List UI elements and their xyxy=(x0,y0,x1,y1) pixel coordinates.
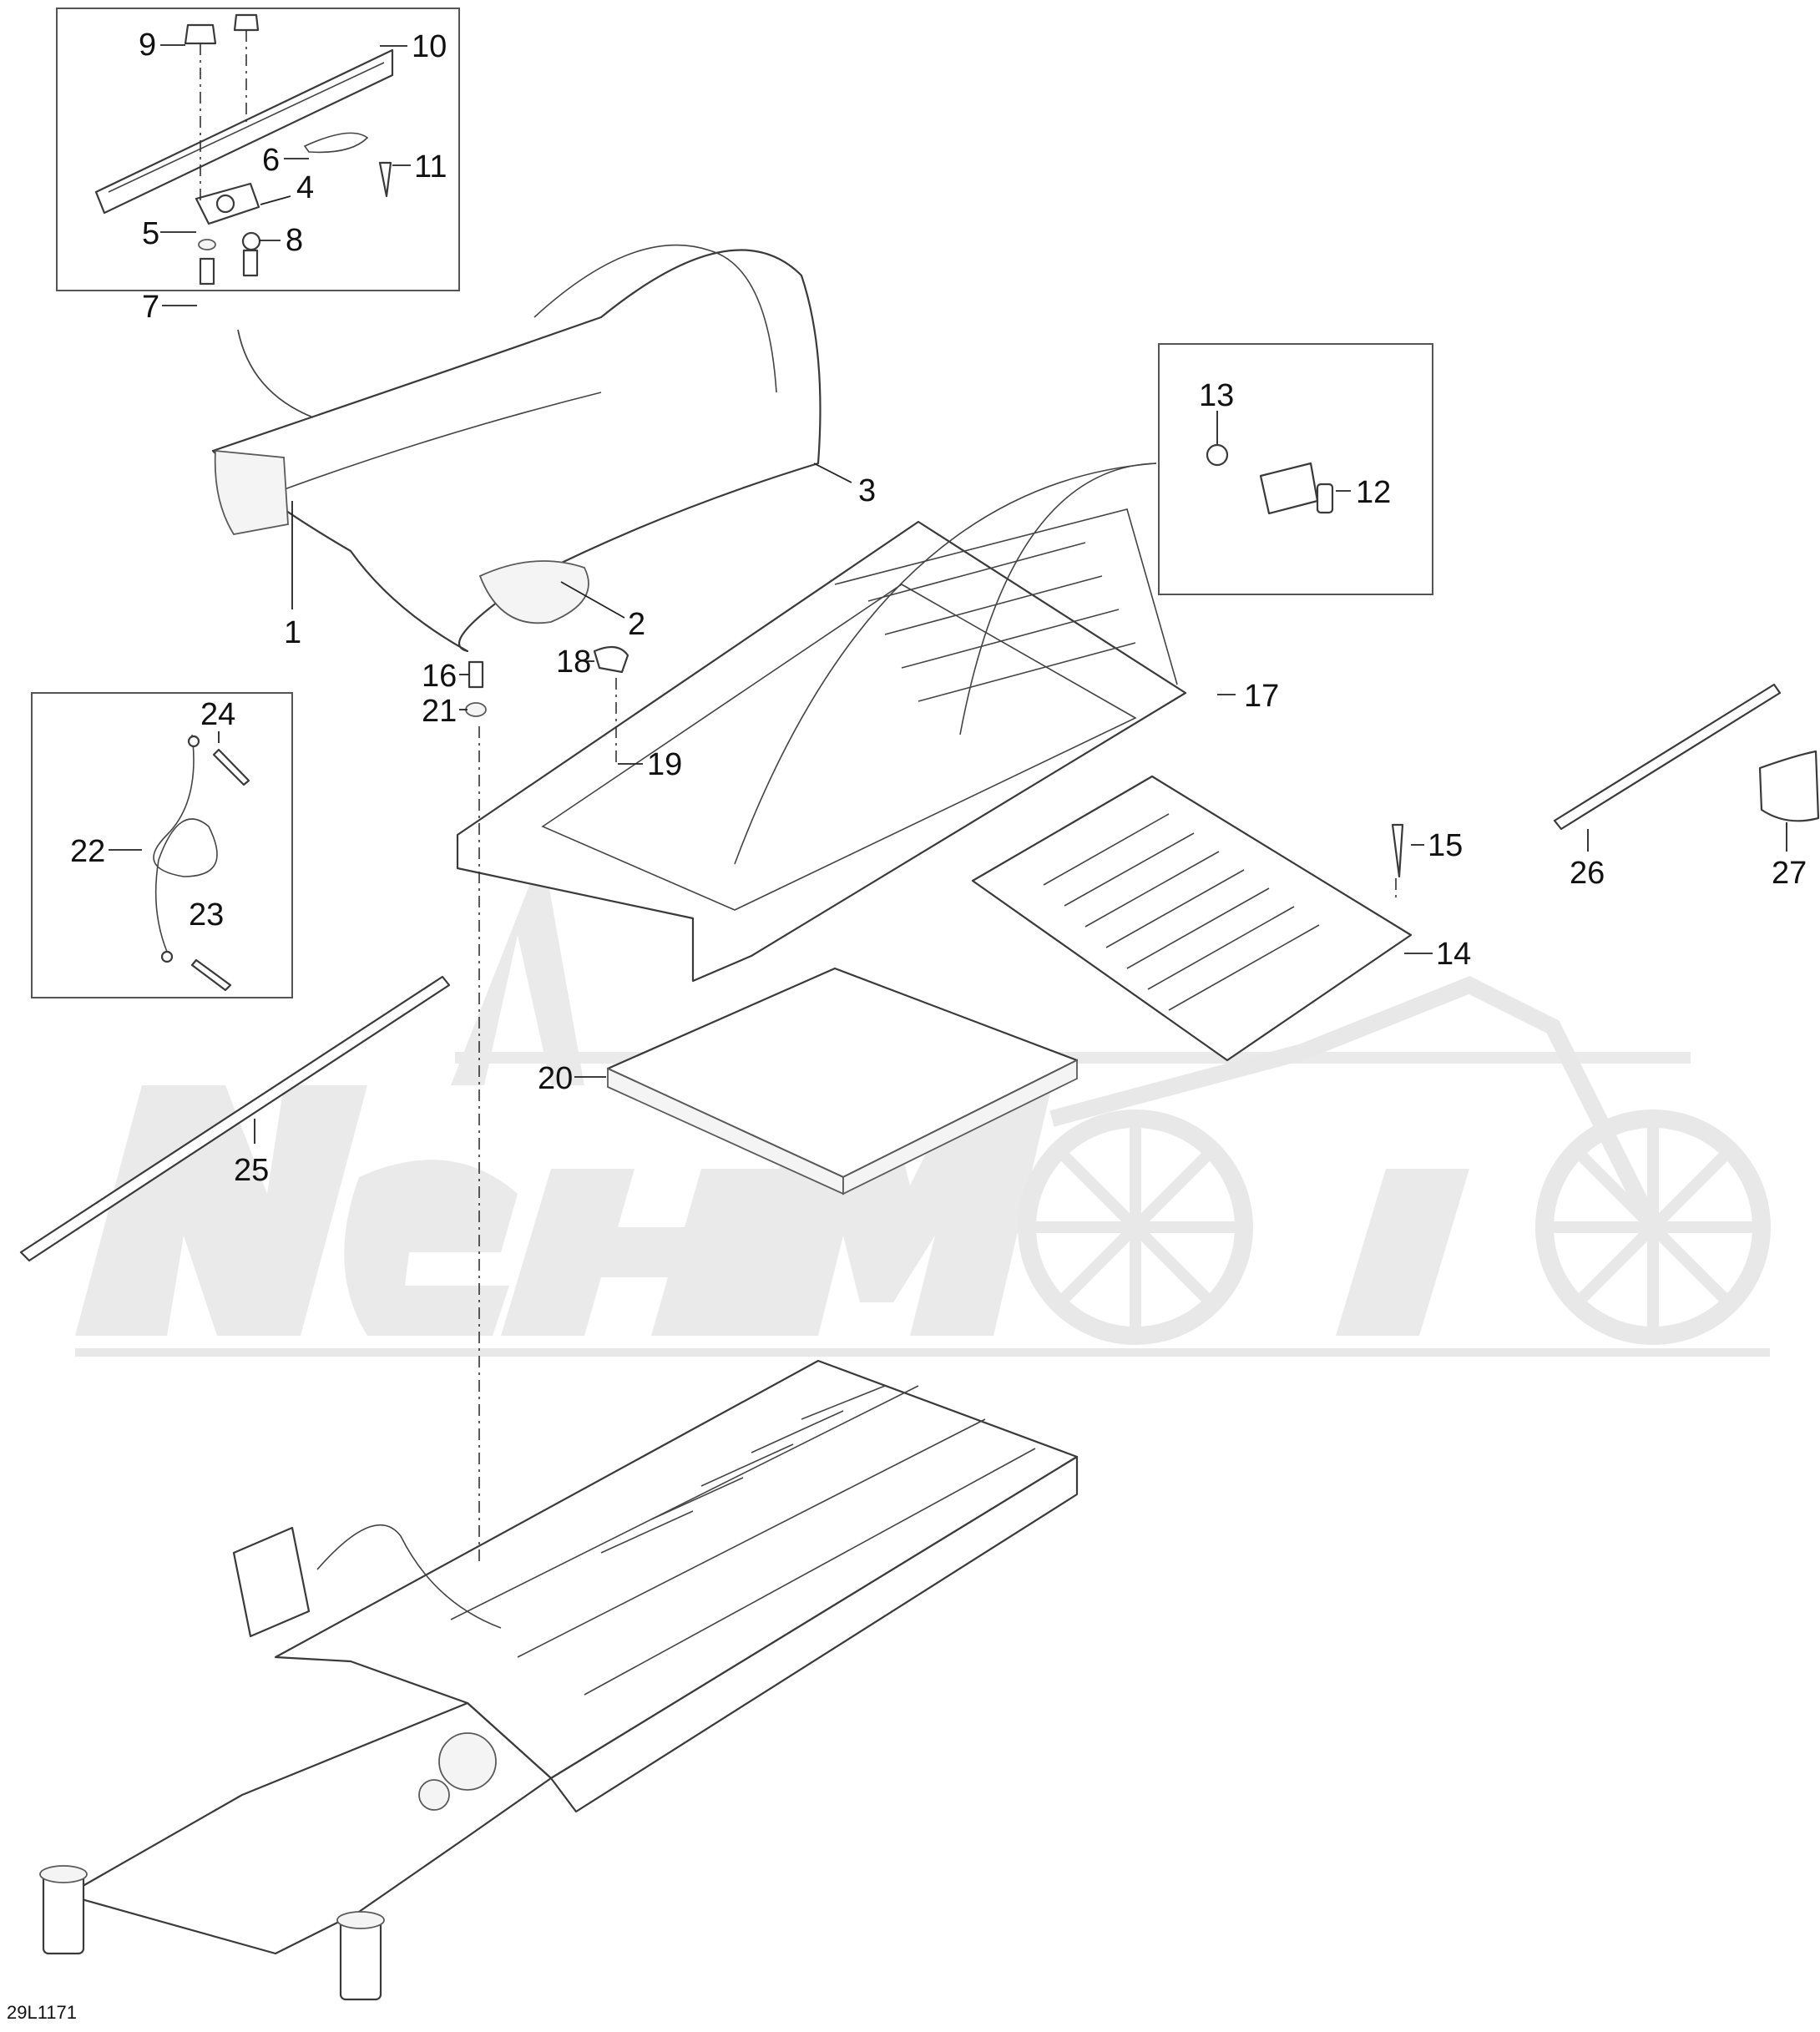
svg-text:4: 4 xyxy=(296,170,314,205)
inset-hinge-detail xyxy=(1158,343,1433,595)
svg-text:26: 26 xyxy=(1570,856,1605,891)
svg-text:23: 23 xyxy=(189,897,224,933)
svg-text:5: 5 xyxy=(142,216,159,251)
callout-21: 21 xyxy=(422,694,468,729)
svg-text:17: 17 xyxy=(1244,679,1279,714)
callout-12: 12 xyxy=(1336,475,1391,510)
svg-text:14: 14 xyxy=(1436,937,1471,972)
callout-7: 7 xyxy=(142,290,197,325)
svg-text:19: 19 xyxy=(647,747,682,782)
callout-3: 3 xyxy=(813,463,876,508)
svg-text:8: 8 xyxy=(286,223,303,258)
callout-17: 17 xyxy=(1217,679,1279,714)
callout-24: 24 xyxy=(200,697,235,743)
callout-16: 16 xyxy=(422,659,469,694)
trim-strip xyxy=(19,975,451,1262)
svg-text:27: 27 xyxy=(1772,856,1807,891)
svg-text:13: 13 xyxy=(1199,378,1234,413)
svg-text:24: 24 xyxy=(200,697,235,732)
svg-text:20: 20 xyxy=(538,1061,573,1096)
callout-18: 18 xyxy=(556,644,594,680)
callout-5: 5 xyxy=(142,216,196,251)
callout-19: 19 xyxy=(618,747,682,782)
callout-8: 8 xyxy=(260,223,303,258)
diagram-code: 29L1171 xyxy=(7,2002,77,2023)
svg-text:25: 25 xyxy=(234,1153,269,1188)
svg-text:11: 11 xyxy=(414,149,447,184)
fasteners xyxy=(465,645,1404,878)
callout-22: 22 xyxy=(70,834,142,869)
callout-20: 20 xyxy=(538,1061,606,1096)
callout-1: 1 xyxy=(284,501,301,650)
callout-27: 27 xyxy=(1772,822,1807,891)
callout-6: 6 xyxy=(262,143,309,178)
rear-rack-frame xyxy=(456,508,1187,983)
callouts: 1 2 3 4 5 6 7 8 xyxy=(70,28,1807,1188)
callout-26: 26 xyxy=(1570,829,1605,891)
foam-pad xyxy=(606,967,1079,1195)
inset-seat-latch-detail xyxy=(56,8,460,291)
svg-text:1: 1 xyxy=(284,615,301,650)
callout-13: 13 xyxy=(1199,378,1234,444)
callout-15: 15 xyxy=(1411,828,1463,863)
callout-25: 25 xyxy=(234,1119,269,1188)
callout-23: 23 xyxy=(189,897,224,933)
svg-text:10: 10 xyxy=(412,29,447,64)
rail-end-cap xyxy=(1758,750,1820,822)
svg-text:22: 22 xyxy=(70,834,105,869)
chassis-frame xyxy=(39,1359,1079,2001)
svg-text:18: 18 xyxy=(556,644,591,680)
callout-11: 11 xyxy=(392,149,447,184)
assembly-guides xyxy=(237,329,1397,1561)
svg-text:7: 7 xyxy=(142,290,159,325)
seat-assembly xyxy=(211,244,822,653)
callout-14: 14 xyxy=(1404,937,1471,972)
svg-text:3: 3 xyxy=(858,473,876,508)
svg-text:9: 9 xyxy=(139,28,156,63)
side-rail xyxy=(1553,683,1782,831)
svg-text:15: 15 xyxy=(1428,828,1463,863)
svg-text:2: 2 xyxy=(628,607,645,642)
callout-9: 9 xyxy=(139,28,185,63)
svg-text:16: 16 xyxy=(422,659,457,694)
callout-10: 10 xyxy=(380,29,447,64)
callout-4: 4 xyxy=(260,170,314,205)
svg-text:6: 6 xyxy=(262,143,280,178)
cargo-tray xyxy=(971,775,1413,1062)
watermark-logo xyxy=(75,852,1771,1357)
inset-tether-detail xyxy=(31,692,293,998)
svg-text:21: 21 xyxy=(422,694,457,729)
callout-2: 2 xyxy=(560,581,645,642)
svg-text:12: 12 xyxy=(1356,475,1391,510)
